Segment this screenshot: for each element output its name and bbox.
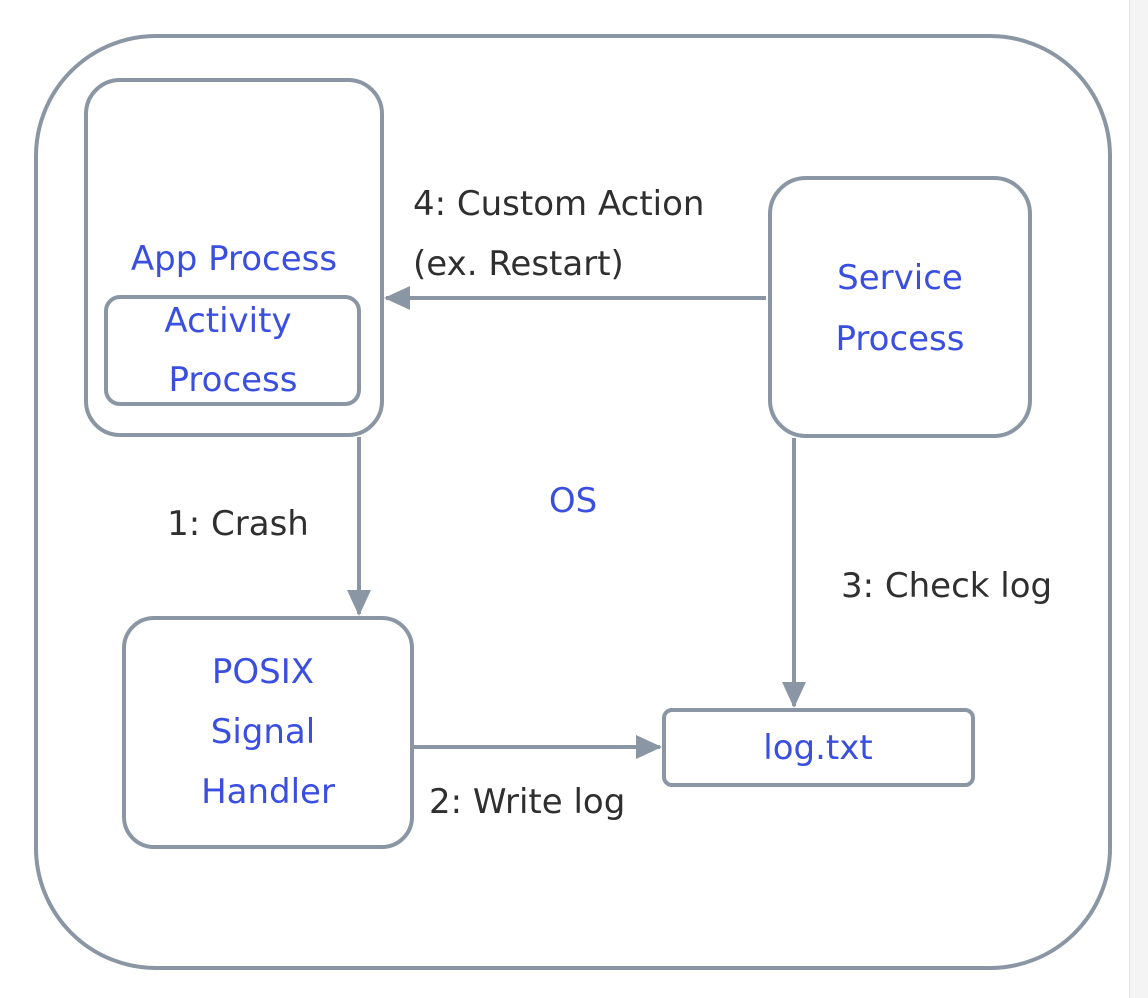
activity-process-label-line2: Process xyxy=(169,360,298,400)
app-process-label: App Process xyxy=(131,239,337,279)
service-process-label-line2: Process xyxy=(836,319,965,359)
log-file-box xyxy=(662,708,975,787)
service-process-label-line1: Service xyxy=(837,258,963,298)
service-process-box xyxy=(768,176,1032,438)
activity-process-box xyxy=(104,295,361,406)
custom-action-label-line1: 4: Custom Action xyxy=(413,184,704,224)
os-container xyxy=(34,34,1112,970)
check-log-label: 3: Check log xyxy=(841,566,1052,606)
posix-handler-label-line3: Handler xyxy=(201,772,335,812)
scrollbar-track[interactable] xyxy=(1129,0,1148,998)
log-file-label: log.txt xyxy=(763,728,872,768)
custom-action-label-line2: (ex. Restart) xyxy=(413,244,624,284)
os-label: OS xyxy=(549,481,597,521)
posix-handler-label-line1: POSIX xyxy=(212,652,314,692)
write-log-label: 2: Write log xyxy=(429,782,625,822)
app-process-box xyxy=(84,78,384,437)
posix-handler-label-line2: Signal xyxy=(211,712,315,752)
crash-label: 1: Crash xyxy=(167,504,309,544)
activity-process-label-line1: Activity xyxy=(164,301,291,341)
posix-handler-box xyxy=(122,616,414,849)
